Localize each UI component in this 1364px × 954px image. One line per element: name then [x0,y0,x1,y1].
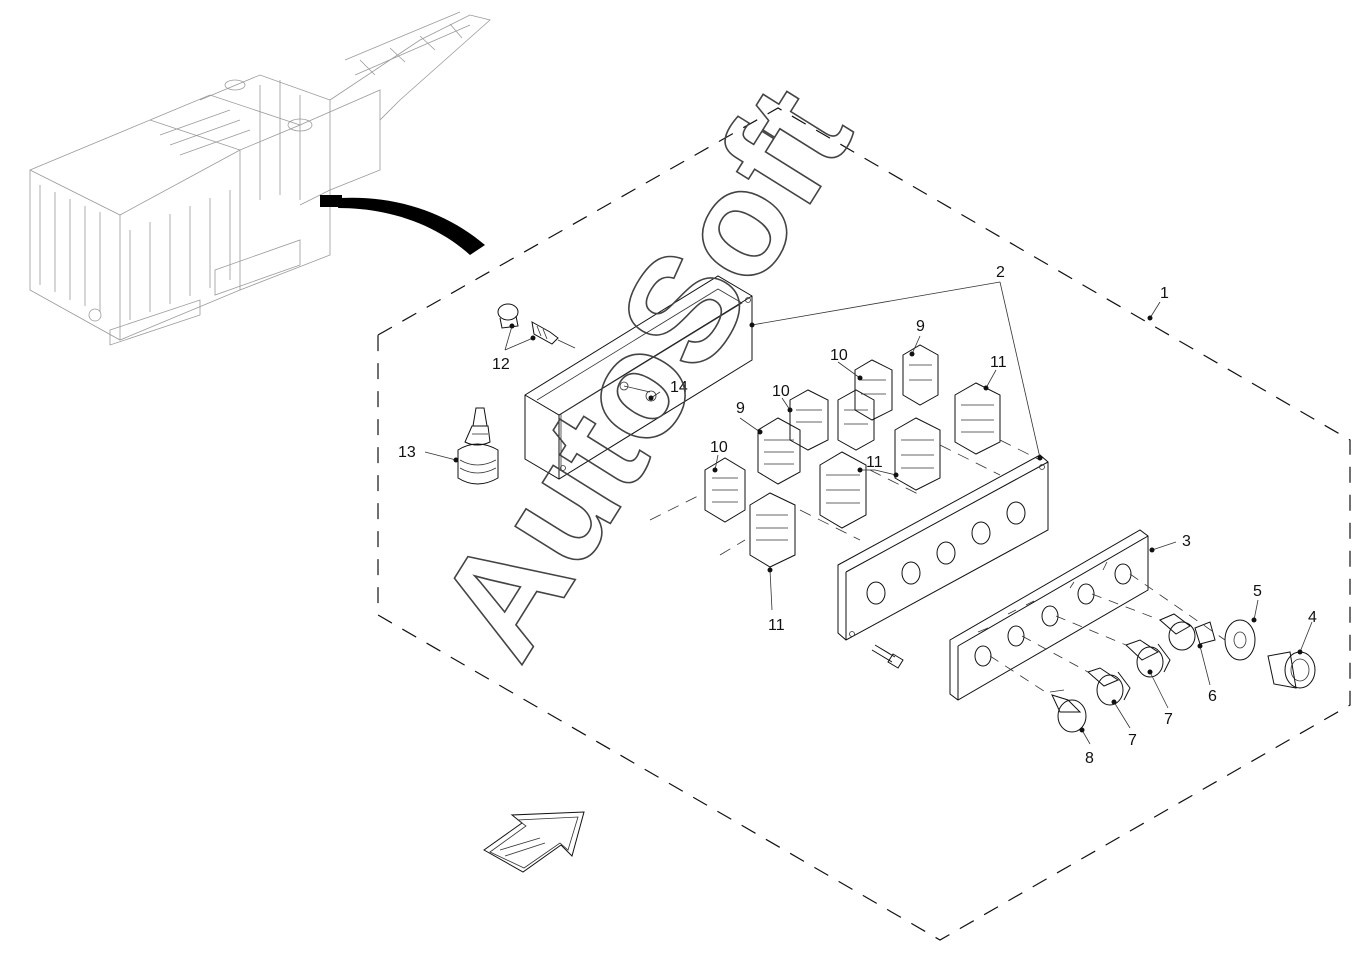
callout-14: 14 [670,379,688,396]
view-direction-arrow [483,811,585,873]
callout-13: 13 [398,444,416,461]
callout-11c: 11 [768,617,785,634]
callout-6: 6 [1208,688,1217,705]
callout-8: 8 [1085,750,1094,767]
legend-plate [949,529,1149,701]
callout-1: 1 [1160,285,1169,302]
callout-7a: 7 [1164,711,1173,728]
callout-7b: 7 [1128,732,1137,749]
callout-dots [453,315,1303,733]
machine-overview-illustration [29,11,491,346]
sealant-bottle [457,407,499,485]
housing-box [524,275,753,480]
kit-boundary [377,107,1351,941]
watermark: AutoSoft [405,59,883,685]
callout-10b: 10 [772,383,790,400]
control-devices [989,573,1316,733]
switch-modules [649,344,1041,568]
callout-labels: 1 2 3 4 5 6 7 7 8 9 9 10 10 10 11 11 11 … [398,264,1317,767]
callout-9a: 9 [916,318,925,335]
leader-lines [424,281,1313,745]
screw [871,644,904,669]
callout-11b: 11 [866,454,883,471]
callout-12: 12 [492,356,510,373]
callout-4: 4 [1308,609,1317,626]
callout-2: 2 [996,264,1005,281]
mounting-plate-back [837,454,1049,641]
callout-5: 5 [1253,583,1262,600]
callout-10a: 10 [830,347,848,364]
callout-3: 3 [1182,533,1191,550]
callout-9b: 9 [736,400,745,417]
callout-11a: 11 [990,354,1007,371]
callout-10c: 10 [710,439,728,456]
